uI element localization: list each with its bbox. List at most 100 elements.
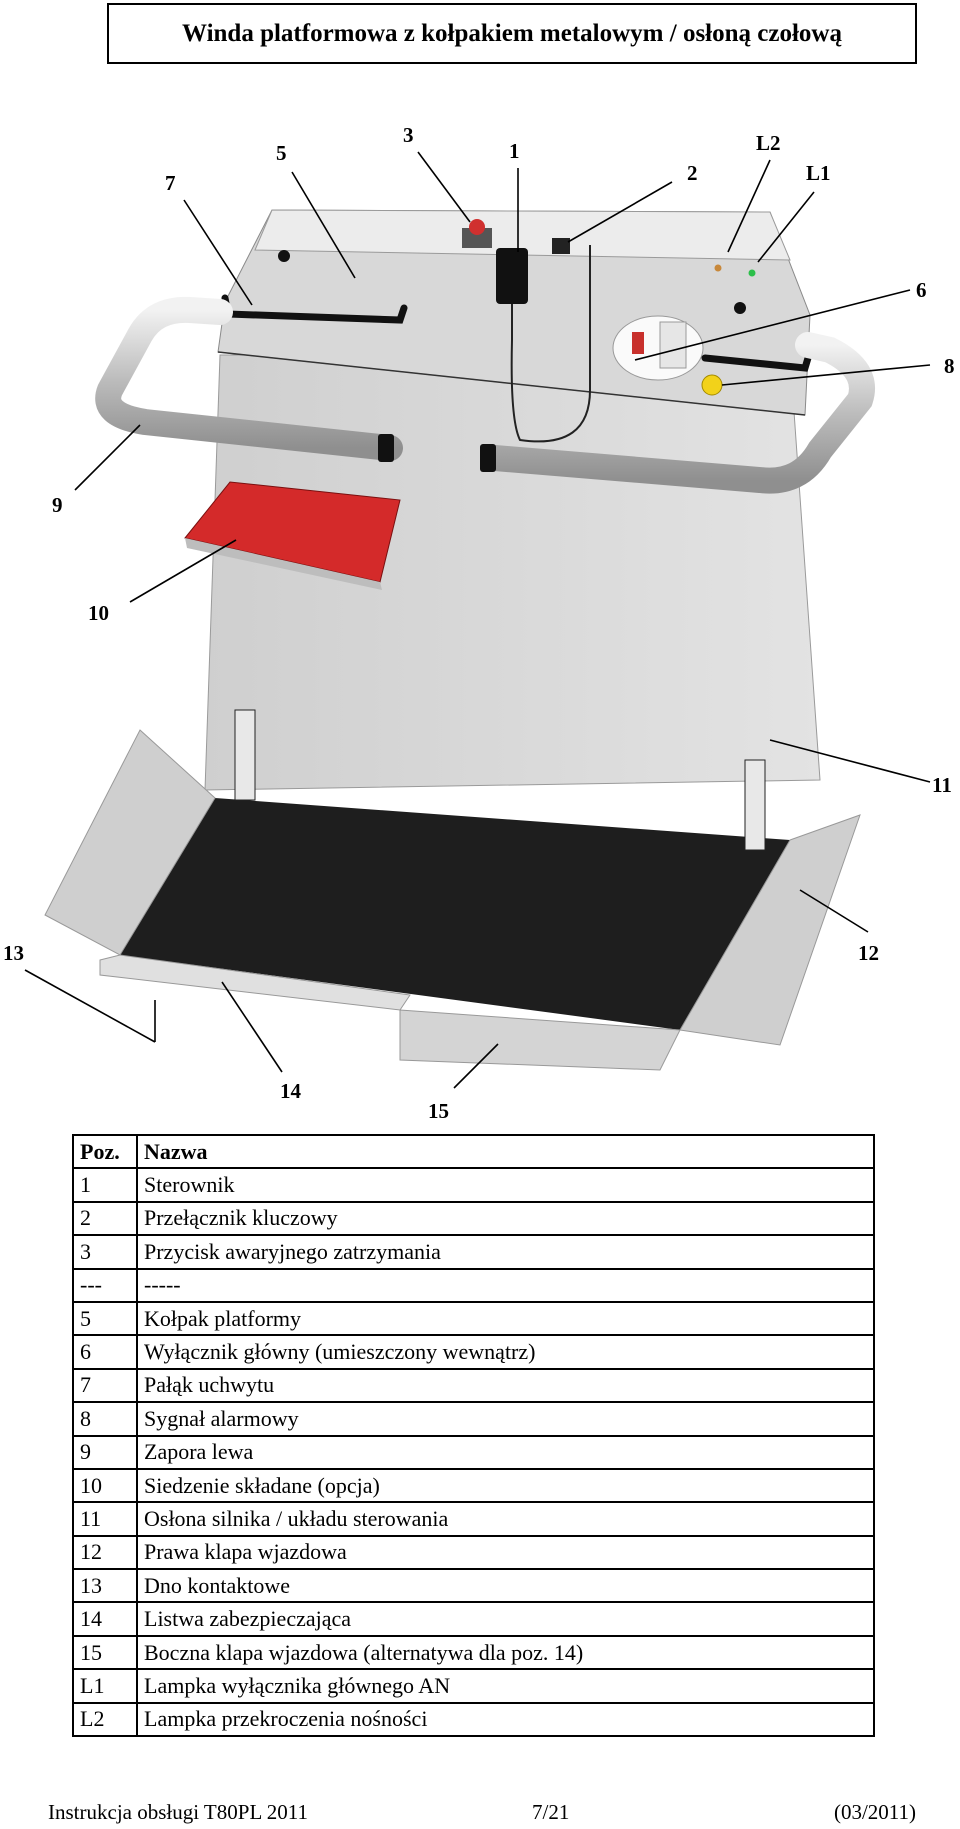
cell-name: Boczna klapa wjazdowa (alternatywa dla p… <box>136 1634 875 1671</box>
cell-name: Zapora lewa <box>136 1434 875 1470</box>
leader-14 <box>221 981 283 1073</box>
left-barrier <box>95 296 403 461</box>
page-title: Winda platformowa z kołpakiem metalowym … <box>182 19 842 47</box>
motor-post-right <box>744 759 766 851</box>
callout-1: 1 <box>509 139 520 163</box>
callout-6: 6 <box>916 278 927 302</box>
lamp-l2 <box>714 264 722 272</box>
callout-7: 7 <box>165 171 176 195</box>
right-ramp <box>679 814 861 1046</box>
cell-position: L1 <box>72 1668 138 1704</box>
key-switch <box>552 238 570 254</box>
title-box: Winda platformowa z kołpakiem metalowym … <box>107 3 917 64</box>
table-header-row: Poz. Nazwa <box>72 1133 875 1170</box>
leader-3 <box>417 151 471 223</box>
folding-seat <box>184 481 401 583</box>
leader-6 <box>634 289 911 361</box>
header-name: Nazwa <box>136 1133 875 1170</box>
cell-name: Lampka wyłącznika głównego AN <box>136 1668 875 1704</box>
cell-name: Sygnał alarmowy <box>136 1401 875 1437</box>
emergency-stop-base <box>462 228 492 248</box>
cell-position: 1 <box>72 1167 138 1203</box>
cell-name: Siedzenie składane (opcja) <box>136 1467 875 1504</box>
barrier-cap <box>378 434 394 462</box>
cell-name: Lampka przekroczenia nośności <box>136 1701 875 1738</box>
leader-11 <box>769 739 931 783</box>
screw <box>734 302 746 314</box>
cell-name: ----- <box>136 1267 875 1303</box>
callout-l1: L1 <box>806 161 831 185</box>
cell-position: 9 <box>72 1434 138 1470</box>
callout-14: 14 <box>280 1079 302 1103</box>
footer-page-number: 7/21 <box>532 1800 570 1824</box>
header-position: Poz. <box>72 1133 138 1170</box>
platform-floor <box>120 798 790 1030</box>
callout-9: 9 <box>52 493 63 517</box>
lamp-l1 <box>748 269 756 277</box>
cell-name: Przycisk awaryjnego zatrzymania <box>136 1234 875 1270</box>
cell-position: 10 <box>72 1467 138 1504</box>
barrier-right <box>482 332 875 494</box>
leader-10 <box>129 539 237 603</box>
cell-name: Przełącznik kluczowy <box>136 1200 875 1237</box>
cell-position: 15 <box>72 1634 138 1671</box>
callout-2: 2 <box>687 161 698 185</box>
leader-9 <box>74 424 141 491</box>
emergency-stop-button <box>469 219 485 235</box>
callout-3: 3 <box>403 123 414 147</box>
cell-position: --- <box>72 1267 138 1303</box>
leader-5 <box>291 171 356 279</box>
cell-name: Sterownik <box>136 1167 875 1203</box>
pendant-cable <box>510 245 591 443</box>
table-row: -------- <box>72 1267 875 1303</box>
alarm-signal <box>701 374 723 396</box>
cell-name: Prawa klapa wjazdowa <box>136 1534 875 1571</box>
lift-drawing: 7 5 3 1 2 L2 L1 6 8 9 10 11 13 12 14 15 <box>3 123 955 1123</box>
cell-name: Wyłącznik główny (umieszczony wewnątrz) <box>136 1334 875 1370</box>
main-switch-window <box>612 315 704 381</box>
controller-pendant <box>496 248 528 304</box>
cell-position: 2 <box>72 1200 138 1237</box>
callout-8: 8 <box>944 354 955 378</box>
leader-l2 <box>727 159 771 253</box>
cell-position: 3 <box>72 1234 138 1270</box>
cell-position: 5 <box>72 1300 138 1337</box>
callout-15: 15 <box>428 1099 449 1123</box>
leader-7 <box>183 199 253 306</box>
callout-12: 12 <box>858 941 879 965</box>
cell-position: 13 <box>72 1568 138 1604</box>
barrier-cap <box>480 444 496 472</box>
callout-5: 5 <box>276 141 287 165</box>
lift-illustration: 7 5 3 1 2 L2 L1 6 8 9 10 11 13 12 14 15 <box>0 70 960 1130</box>
leader-12 <box>799 889 869 933</box>
cell-position: 11 <box>72 1501 138 1537</box>
cell-name: Pałąk uchwytu <box>136 1367 875 1404</box>
cell-position: 14 <box>72 1601 138 1637</box>
cell-name: Listwa zabezpieczająca <box>136 1601 875 1637</box>
safety-strip <box>99 954 411 1011</box>
leader-8 <box>721 364 931 386</box>
callout-10: 10 <box>88 601 109 625</box>
cell-position: 8 <box>72 1401 138 1437</box>
folding-seat-base <box>185 538 382 590</box>
cell-position: 12 <box>72 1534 138 1571</box>
callout-13: 13 <box>3 941 24 965</box>
cell-name: Kołpak platformy <box>136 1300 875 1337</box>
leader-15 <box>453 1043 499 1089</box>
leader-2 <box>567 181 673 243</box>
